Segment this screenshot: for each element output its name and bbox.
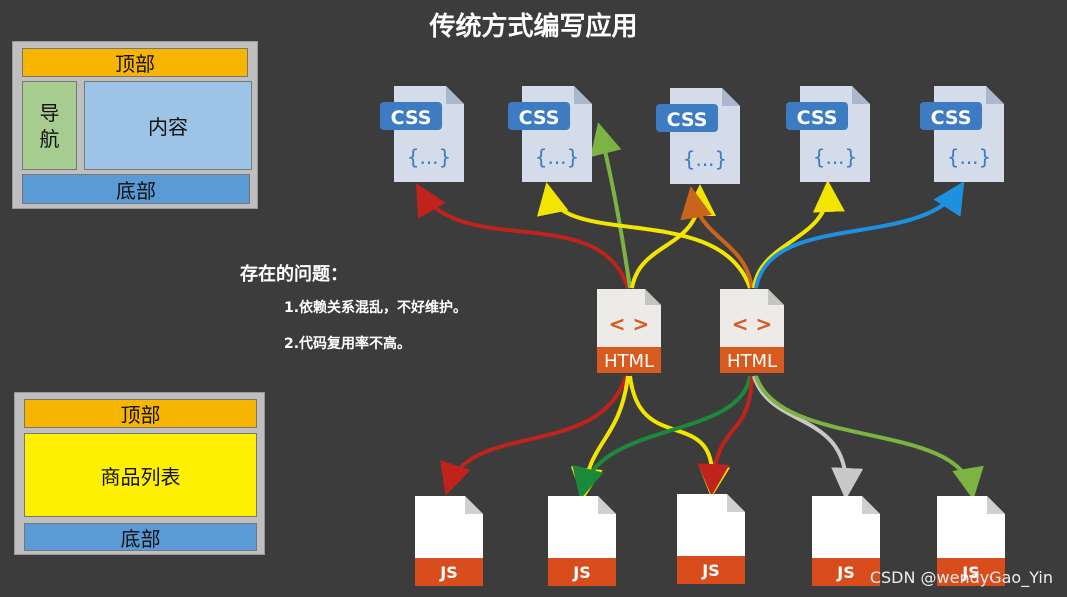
html-file-icon: < > HTML bbox=[720, 289, 784, 373]
css-file-braces: {...} bbox=[947, 145, 992, 169]
slide-title: 传统方式编写应用 bbox=[429, 12, 638, 42]
dependency-arrow bbox=[697, 375, 754, 496]
dependency-arrow bbox=[537, 182, 752, 289]
watermark: CSDN @wendyGao_Yin bbox=[869, 568, 1053, 587]
dependency-arrow bbox=[572, 375, 752, 500]
problem-item: 1.依赖关系混乱，不好维护。 bbox=[284, 300, 468, 316]
html-code-glyph: < > bbox=[609, 312, 649, 336]
js-file-label: JS bbox=[572, 563, 590, 582]
js-file-icon: JS bbox=[415, 496, 483, 586]
dependency-arrow bbox=[754, 181, 965, 289]
js-file-icon: JS bbox=[812, 496, 880, 586]
css-file-label: CSS bbox=[931, 107, 972, 129]
dependency-arrow bbox=[752, 375, 864, 500]
layout-bottom-bar: 底部 bbox=[22, 174, 250, 204]
dependency-arrow bbox=[628, 375, 731, 498]
layout-diagram-2: 顶部 商品列表 底部 bbox=[14, 392, 265, 555]
css-file-label: CSS bbox=[391, 107, 432, 129]
layout-content: 内容 bbox=[84, 81, 252, 170]
js-file-icon: JS bbox=[677, 494, 745, 584]
dependency-arrow bbox=[754, 375, 984, 500]
problems-heading: 存在的问题： bbox=[240, 264, 348, 285]
html-file-icon: < > HTML bbox=[597, 289, 661, 373]
problem-item: 2.代码复用率不高。 bbox=[284, 336, 412, 352]
layout-nav-label: 导 航 bbox=[39, 100, 60, 151]
css-file-braces: {...} bbox=[407, 145, 452, 169]
js-file-label: JS bbox=[701, 561, 719, 580]
dependency-arrow bbox=[590, 122, 632, 289]
layout-diagram-1: 顶部 导 航 内容 底部 bbox=[12, 41, 258, 209]
js-file-label: JS bbox=[836, 563, 854, 582]
css-file-label: CSS bbox=[519, 107, 560, 129]
dependency-arrow bbox=[416, 183, 630, 289]
layout-nav: 导 航 bbox=[22, 81, 77, 170]
dependency-arrow bbox=[752, 180, 845, 289]
css-file-braces: {...} bbox=[813, 145, 858, 169]
layout-top-bar: 顶部 bbox=[22, 48, 248, 77]
js-file-label: JS bbox=[961, 563, 979, 582]
css-file-icon: CSS {...} bbox=[656, 88, 740, 184]
css-file-braces: {...} bbox=[683, 147, 728, 171]
css-file-label: CSS bbox=[797, 107, 838, 129]
css-file-icon: CSS {...} bbox=[920, 86, 1004, 182]
layout-bottom-bar: 底部 bbox=[24, 523, 257, 551]
js-file-icon: JS bbox=[548, 496, 616, 586]
dependency-arrow bbox=[680, 186, 754, 289]
css-file-icon: CSS {...} bbox=[380, 86, 464, 182]
js-file-icon: JS bbox=[937, 496, 1005, 586]
css-file-braces: {...} bbox=[535, 145, 580, 169]
dependency-arrow bbox=[440, 375, 628, 496]
layout-product-list: 商品列表 bbox=[24, 433, 257, 517]
layout-top-bar: 顶部 bbox=[24, 399, 257, 428]
css-file-icon: CSS {...} bbox=[508, 86, 592, 182]
css-file-label: CSS bbox=[667, 109, 708, 131]
js-file-label: JS bbox=[439, 563, 457, 582]
html-code-glyph: < > bbox=[732, 312, 772, 336]
dependency-arrow bbox=[630, 184, 716, 289]
css-file-icon: CSS {...} bbox=[786, 86, 870, 182]
html-file-label: HTML bbox=[604, 351, 654, 372]
html-file-label: HTML bbox=[727, 351, 777, 372]
